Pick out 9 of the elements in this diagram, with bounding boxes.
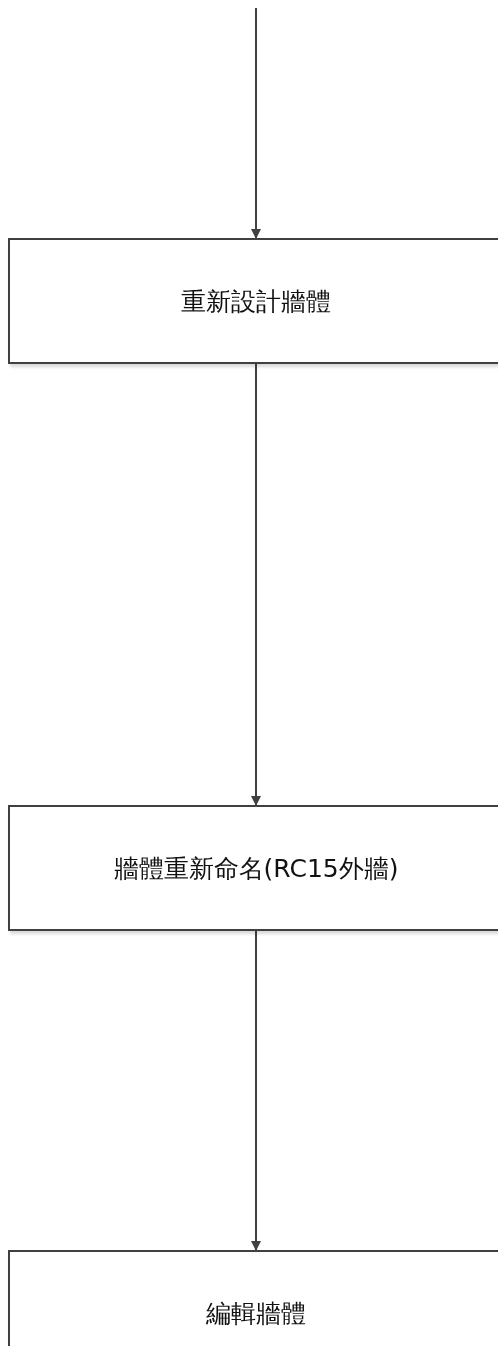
process-box (8, 1250, 498, 1346)
process-box (8, 805, 498, 931)
arrow (251, 363, 261, 806)
process-box (8, 238, 498, 364)
box-label: 重新設計牆體 (181, 285, 331, 318)
box-label: 牆體重新命名(RC15外牆) (113, 852, 399, 885)
arrow (251, 930, 261, 1251)
box-label: 編輯牆體 (206, 1297, 306, 1330)
arrow (251, 7, 261, 239)
